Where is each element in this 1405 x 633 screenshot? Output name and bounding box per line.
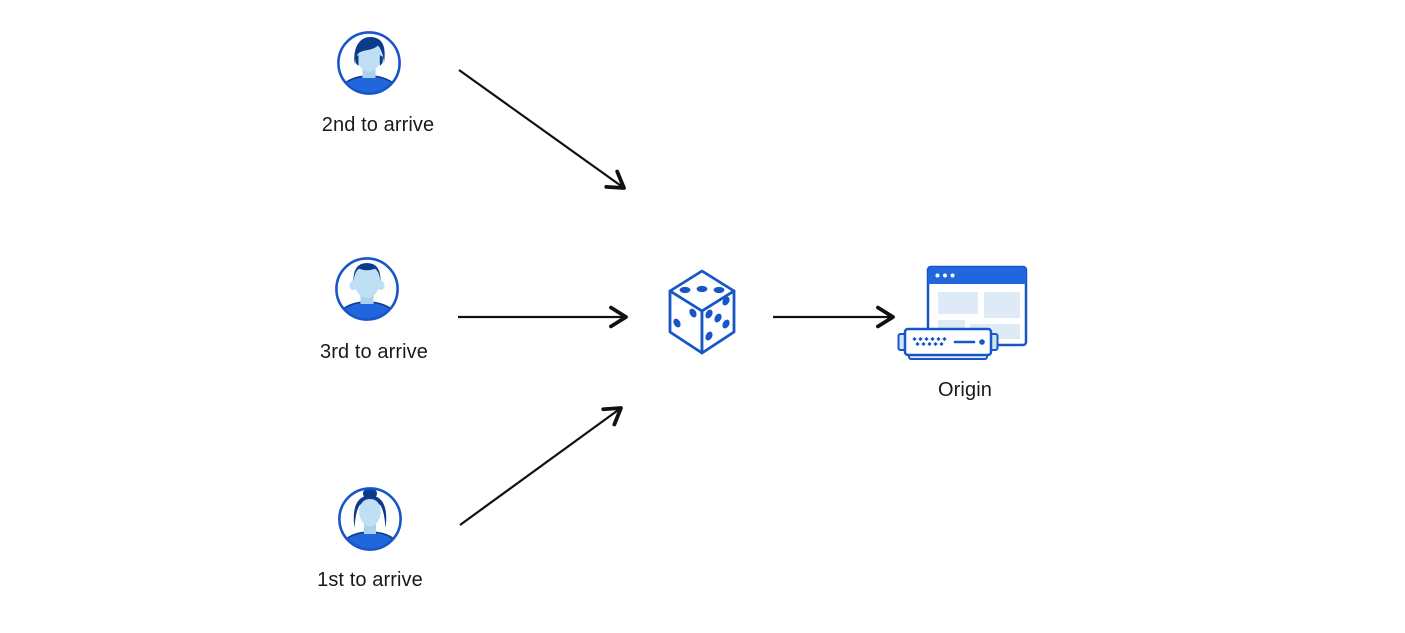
dice-icon bbox=[668, 269, 736, 355]
arrow-2nd-to-dice bbox=[458, 69, 626, 190]
actor-1st-label: 1st to arrive bbox=[317, 569, 423, 591]
actor-3rd-to-arrive bbox=[333, 255, 401, 323]
origin-node bbox=[897, 263, 1029, 363]
actor-1st-to-arrive bbox=[336, 485, 404, 553]
arrow-1st-to-dice bbox=[459, 406, 623, 526]
user-avatar-man-short-hair-icon bbox=[335, 257, 399, 321]
origin-label: Origin bbox=[938, 379, 992, 401]
user-avatar-man-swept-hair-icon bbox=[337, 31, 401, 95]
actor-2nd-to-arrive bbox=[335, 29, 403, 97]
origin-server-icon bbox=[897, 265, 1028, 360]
actor-2nd-label: 2nd to arrive bbox=[321, 114, 435, 136]
actor-3rd-label: 3rd to arrive bbox=[319, 341, 428, 363]
user-avatar-woman-bun-icon bbox=[338, 487, 402, 551]
randomizer-node bbox=[667, 268, 737, 356]
